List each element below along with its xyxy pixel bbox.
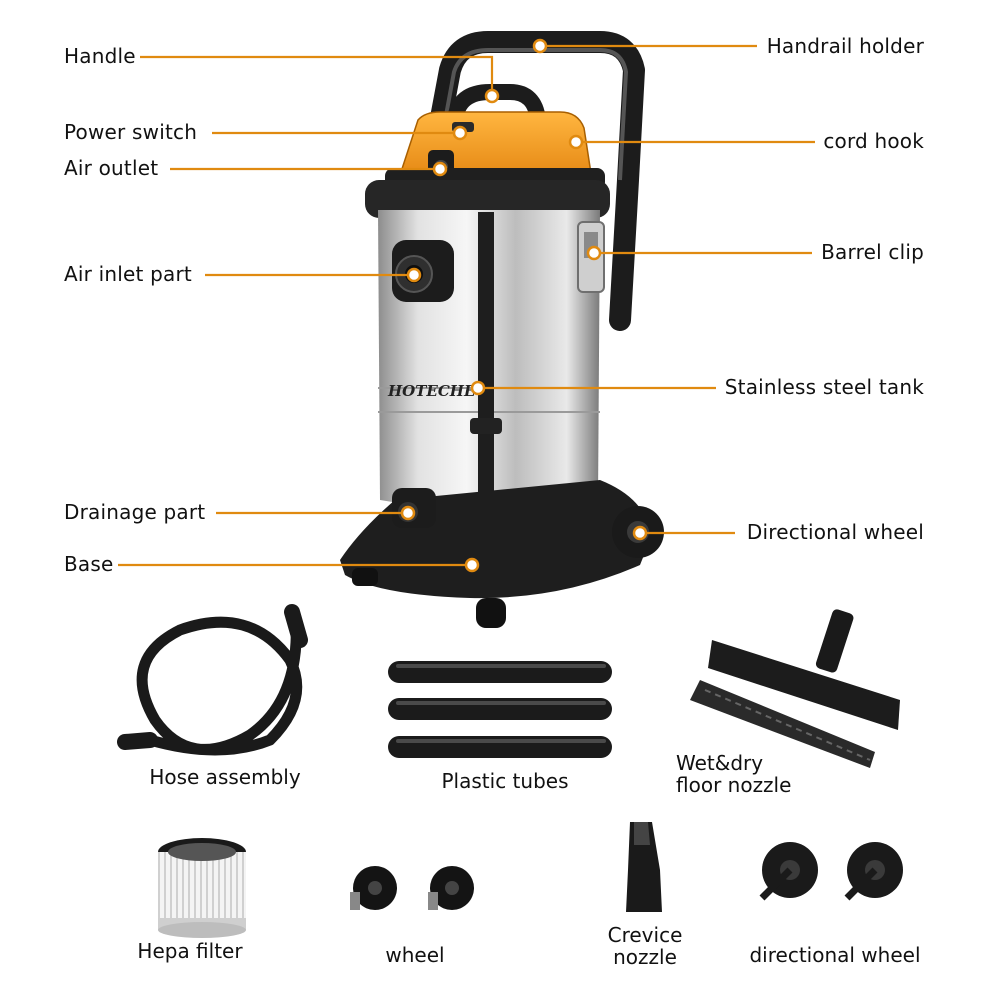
floor-nozzle-illustration	[690, 609, 900, 768]
caption-tubes: Plastic tubes	[441, 769, 569, 793]
top-handle	[447, 84, 546, 128]
caption-crevice-line1: Crevice	[607, 923, 683, 947]
plastic-tubes-illustration	[388, 661, 612, 758]
caption-crevice-line2: nozzle	[613, 945, 677, 969]
hepa-filter-illustration	[158, 838, 246, 938]
caption-crevice: Crevice nozzle	[570, 924, 720, 968]
crevice-nozzle-illustration	[626, 822, 662, 912]
brand-logo: HOTECHE	[387, 382, 476, 400]
caption-directional-wheel: directional wheel	[749, 943, 921, 967]
label-base: Base	[64, 552, 114, 576]
caption-wheel: wheel	[385, 943, 445, 967]
label-barrel-clip: Barrel clip	[821, 240, 924, 264]
directional-wheels-illustration	[759, 842, 903, 901]
hose-illustration	[117, 604, 308, 756]
label-stainless-tank: Stainless steel tank	[724, 375, 924, 399]
label-air-outlet: Air outlet	[64, 156, 159, 180]
leader-lines	[118, 44, 815, 567]
caption-floor-nozzle-line1: Wet&dry	[676, 751, 764, 775]
caster-wheels-illustration	[350, 866, 474, 910]
label-handle: Handle	[64, 44, 136, 68]
lid-rim	[365, 180, 610, 218]
caption-hose: Hose assembly	[149, 765, 301, 789]
label-drainage: Drainage part	[64, 500, 206, 524]
label-air-inlet: Air inlet part	[64, 262, 192, 286]
leader-handle	[140, 55, 494, 96]
label-handrail-holder: Handrail holder	[766, 34, 924, 58]
label-cord-hook: cord hook	[823, 129, 924, 153]
caption-hepa: Hepa filter	[137, 939, 243, 963]
vacuum-illustration: HOTECHE	[340, 31, 664, 628]
leader-dots	[400, 38, 648, 573]
caption-floor-nozzle: Wet&dry floor nozzle	[676, 752, 836, 796]
label-power-switch: Power switch	[64, 120, 198, 144]
label-directional-wheel: Directional wheel	[746, 520, 924, 544]
caption-floor-nozzle-line2: floor nozzle	[676, 773, 792, 797]
